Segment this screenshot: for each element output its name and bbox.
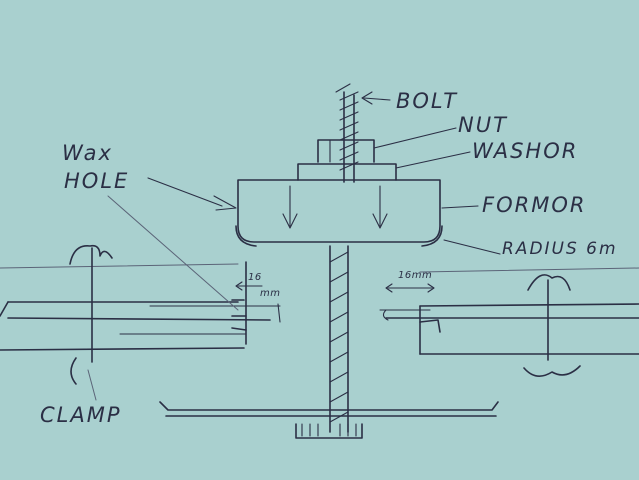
base-plate	[159, 401, 499, 439]
label-dimension-right: 16mm	[398, 270, 432, 281]
label-dimension-left-unit: mm	[260, 288, 280, 299]
leader-lines	[87, 91, 501, 401]
right-sheet	[379, 267, 639, 355]
bolt	[335, 83, 359, 183]
label-radius: RADIUS 6m	[502, 239, 618, 259]
nut	[317, 139, 375, 163]
label-washer: WASHOR	[472, 139, 578, 163]
label-former: FORMOR	[482, 193, 586, 217]
label-wax: Wax	[62, 141, 113, 165]
label-dimension-left-value: 16	[248, 272, 262, 283]
centre-post	[329, 245, 349, 433]
right-clamp	[523, 274, 581, 377]
label-nut: NUT	[458, 113, 508, 137]
washer	[297, 163, 397, 181]
left-clamp	[69, 244, 113, 385]
label-hole: HOLE	[64, 169, 129, 193]
label-clamp: CLAMP	[40, 403, 122, 427]
former	[235, 179, 443, 247]
label-bolt: BOLT	[396, 89, 458, 113]
left-sheet	[0, 261, 281, 351]
